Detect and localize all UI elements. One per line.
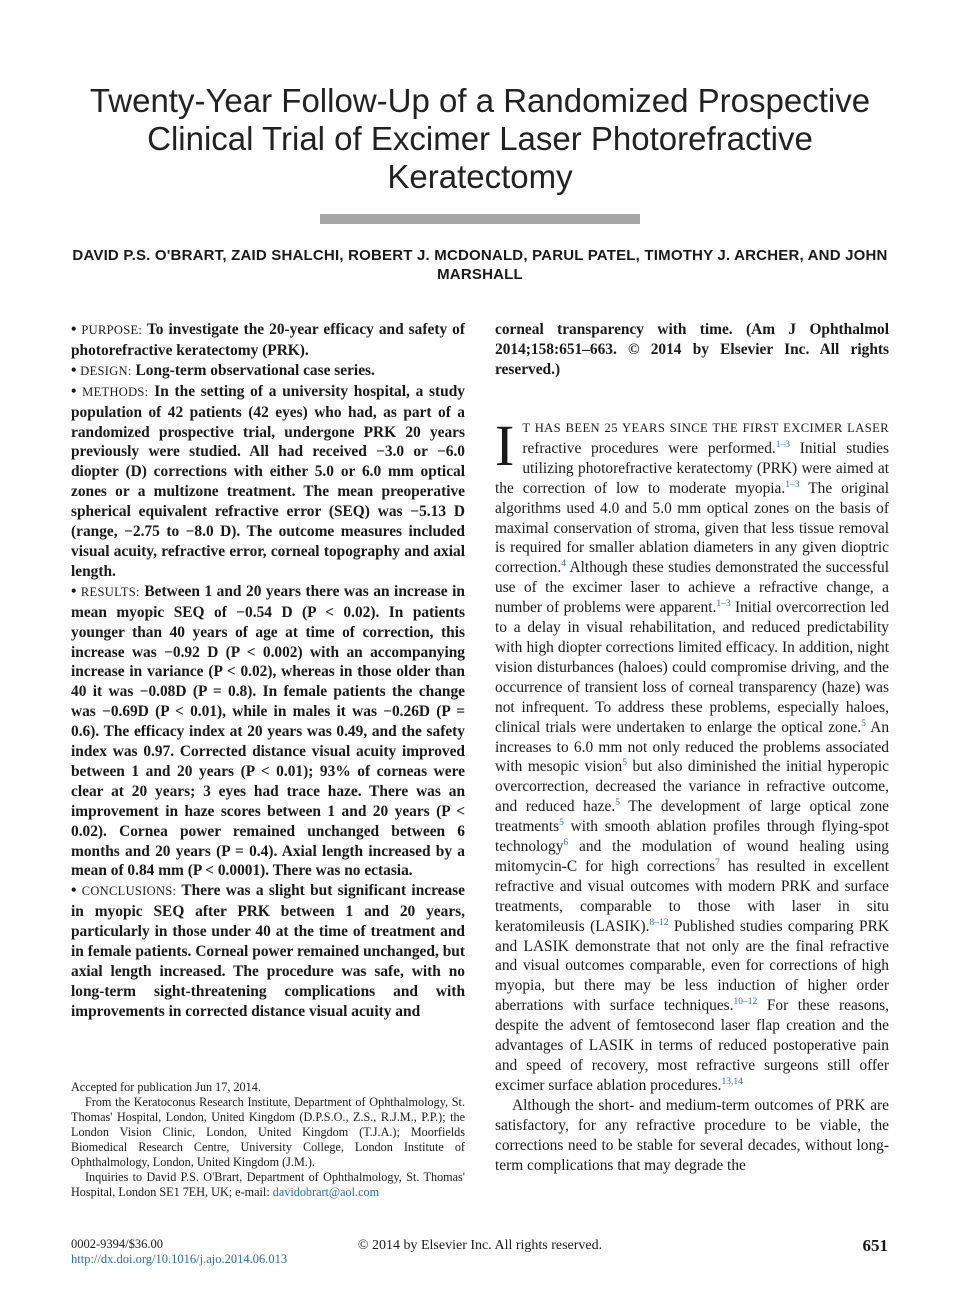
abstract-citation: corneal transparency with time. (Am J Op… xyxy=(495,321,889,378)
author-list: DAVID P.S. O'BRART, ZAID SHALCHI, ROBERT… xyxy=(72,247,888,283)
purpose-text: To investigate the 20-year efficacy and … xyxy=(71,321,465,359)
citation-ref[interactable]: 5 xyxy=(559,818,564,828)
methods-label: METHODS: xyxy=(82,384,149,399)
correspondence-text: Inquiries to David P.S. O'Brart, Departm… xyxy=(71,1170,465,1199)
drop-cap: I xyxy=(495,413,515,478)
citation-ref[interactable]: 13,14 xyxy=(721,1076,743,1087)
intro-text: For these reasons, despite the advent of… xyxy=(495,997,889,1094)
intro-paragraph-2: Although the short- and medium-term outc… xyxy=(495,1096,889,1174)
purpose-label: PURPOSE: xyxy=(81,323,143,337)
intro-text: The original algorithms used 4.0 and 5.0… xyxy=(495,479,890,577)
intro-text: with smooth ablation profiles through fl… xyxy=(495,818,889,856)
abstract-continuation: corneal transparency with time. (Am J Op… xyxy=(495,320,889,380)
citation-ref[interactable]: 5 xyxy=(615,798,620,809)
intro-text: Although these studies demonstrated the … xyxy=(495,559,889,617)
intro-text: Initial overcorrection led to a delay in… xyxy=(495,599,889,736)
citation-ref[interactable]: 5 xyxy=(861,718,866,729)
citation-ref[interactable]: 1–3 xyxy=(775,439,791,450)
results-text: Between 1 and 20 years there was an incr… xyxy=(71,582,465,880)
abstract-design: • DESIGN: Long-term observational case s… xyxy=(71,361,375,379)
abstract-methods: • METHODS: In the setting of a universit… xyxy=(71,382,465,580)
issn-price: 0002-9394/$36.00 xyxy=(71,1237,164,1251)
email-link[interactable]: davidobrart@aol.com xyxy=(272,1185,380,1199)
citation-ref[interactable]: 7 xyxy=(715,857,720,868)
intro-text: Initial studies utilizing photorefractiv… xyxy=(495,439,889,497)
correspondence: Inquiries to David P.S. O'Brart, Departm… xyxy=(71,1170,465,1200)
design-label: DESIGN: xyxy=(80,363,132,378)
citation-ref[interactable]: 5 xyxy=(622,758,627,769)
introduction: I T HAS BEEN 25 YEARS SINCE THE FIRST EXC… xyxy=(495,413,890,1175)
intro-text: An increases to 6.0 mm not only reduced … xyxy=(495,718,890,776)
citation-ref[interactable]: 1–3 xyxy=(785,479,800,490)
citation-ref[interactable]: 6 xyxy=(563,837,569,848)
abstract: • PURPOSE: To investigate the 20-year ef… xyxy=(71,320,465,1022)
abstract-conclusions: • CONCLUSIONS: There was a slight but si… xyxy=(71,882,465,1020)
accepted-date: Accepted for publication Jun 17, 2014. xyxy=(71,1080,261,1094)
methods-text: In the setting of a university hospital,… xyxy=(71,382,465,580)
article-title: Twenty-Year Follow-Up of a Randomized Pr… xyxy=(89,82,871,195)
title-divider xyxy=(320,214,640,224)
page-number: 651 xyxy=(862,1236,889,1255)
citation-ref[interactable]: 10–12 xyxy=(733,997,758,1008)
article-notes: Accepted for publication Jun 17, 2014. F… xyxy=(71,1080,465,1200)
intro-text: and the modulation of wound healing usin… xyxy=(495,838,889,875)
intro-text: but also diminished the initial hyperopi… xyxy=(495,758,889,816)
intro-lead-in: T HAS BEEN 25 YEARS SINCE THE FIRST EXCI… xyxy=(522,421,889,435)
citation-ref[interactable]: 4 xyxy=(561,559,566,570)
abstract-results: • RESULTS: Between 1 and 20 years there … xyxy=(71,582,465,880)
citation-ref[interactable]: 8–12 xyxy=(649,917,669,928)
citation-ref[interactable]: 1–3 xyxy=(716,599,731,610)
design-text: Long-term observational case series. xyxy=(135,361,375,379)
intro-paragraph-1: I T HAS BEEN 25 YEARS SINCE THE FIRST EXC… xyxy=(495,413,890,1096)
intro-text: has resulted in excellent refractive and… xyxy=(495,857,889,935)
intro-text: Published studies comparing PRK and LASI… xyxy=(495,917,889,1015)
conclusions-label: CONCLUSIONS: xyxy=(81,884,177,899)
footer-identifiers: 0002-9394/$36.00 http://dx.doi.org/10.10… xyxy=(71,1237,287,1267)
intro-text: The development of large optical zone tr… xyxy=(495,798,889,836)
conclusions-text: There was a slight but significant incre… xyxy=(71,882,465,1020)
doi-link[interactable]: http://dx.doi.org/10.1016/j.ajo.2014.06.… xyxy=(71,1252,288,1266)
intro-text: refractive procedures were performed. xyxy=(522,439,776,457)
footer-copyright: © 2014 by Elsevier Inc. All rights reser… xyxy=(357,1238,603,1253)
results-label: RESULTS: xyxy=(80,584,140,599)
author-affiliations: From the Keratoconus Research Institute,… xyxy=(71,1095,465,1169)
abstract-purpose: • PURPOSE: To investigate the 20-year ef… xyxy=(71,321,465,359)
